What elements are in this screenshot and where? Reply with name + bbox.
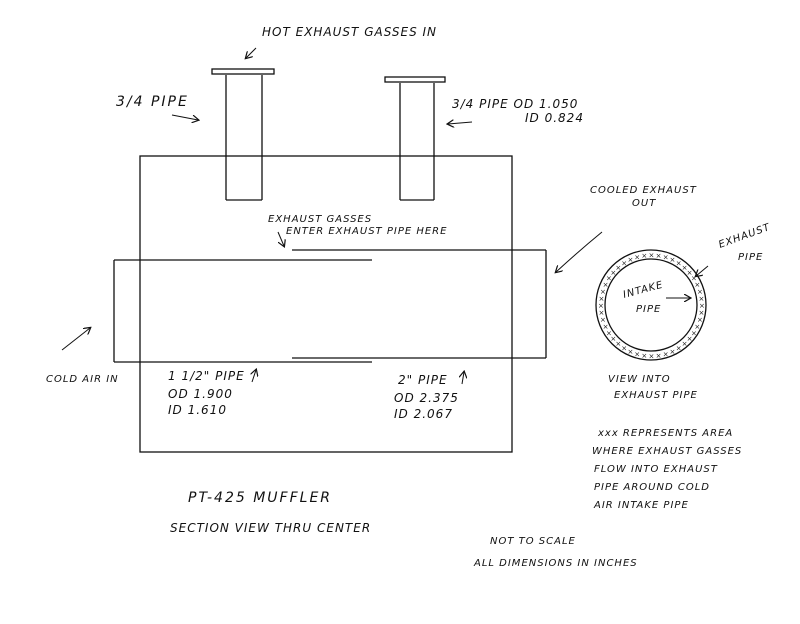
gas-flow-x-mark: × (676, 344, 682, 352)
label-exhaust-pipe-2: PIPE (738, 252, 763, 263)
label-exhaust-enter-2: ENTER EXHAUST PIPE HERE (286, 226, 447, 237)
arrow-cooled-out (556, 231, 603, 272)
label-1-5-pipe: 1 1/2" PIPE (168, 369, 245, 383)
gas-flow-x-mark: × (698, 309, 704, 317)
gas-flow-x-mark: × (676, 260, 682, 268)
gas-flow-x-mark: × (687, 335, 693, 343)
arrow-exhaust-enter (277, 231, 284, 246)
gas-flow-x-mark: × (600, 316, 606, 324)
gas-flow-x-mark: × (598, 302, 604, 310)
gas-flow-x-mark: × (656, 252, 662, 260)
gas-flow-x-mark: × (687, 269, 693, 277)
gas-flow-x-mark: × (603, 281, 609, 289)
label-2-pipe: 2" PIPE (398, 373, 448, 387)
arrow-2-pipe (462, 372, 464, 385)
gas-flow-x-mark: × (694, 281, 700, 289)
legend-line-5: AIR INTAKE PIPE (593, 500, 689, 511)
gas-flow-x-mark: × (600, 288, 606, 296)
gas-flow-x-mark: × (669, 256, 675, 264)
arrow-cold-air (61, 328, 90, 351)
gas-flow-x-mark: × (691, 275, 697, 283)
gas-flow-x-mark: × (691, 329, 697, 337)
note-dimensions: ALL DIMENSIONS IN INCHES (473, 558, 638, 569)
label-exhaust-pipe-1: EXHAUST (717, 222, 772, 251)
arrow-34pipe-left (171, 114, 198, 120)
gas-flow-x-mark: × (694, 323, 700, 331)
gas-flow-x-mark: × (669, 348, 675, 356)
legend-line-3: FLOW INTO EXHAUST (594, 464, 718, 475)
gas-flow-x-mark: × (682, 340, 688, 348)
gas-flow-x-mark: × (606, 275, 612, 283)
muffler-body (139, 155, 513, 453)
gas-flow-x-mark: × (628, 348, 634, 356)
gas-flow-x-mark: × (615, 340, 621, 348)
gas-flow-x-mark: × (663, 350, 669, 358)
gas-flow-area-marks: ××××××××××××××××××××××××××××××××××××××××… (598, 252, 705, 361)
gas-flow-x-mark: × (603, 323, 609, 331)
gas-flow-x-mark: × (697, 316, 703, 324)
gas-flow-x-mark: × (634, 350, 640, 358)
gas-flow-x-mark: × (606, 329, 612, 337)
arrow-exhaust-pipe-circle (696, 265, 709, 276)
hot-gas-arrow (246, 47, 257, 58)
label-34-pipe-left: 3/4 PIPE (116, 94, 189, 110)
gas-flow-x-mark: × (698, 295, 704, 303)
gas-flow-x-mark: × (649, 353, 655, 361)
gas-flow-x-mark: × (621, 344, 627, 352)
gas-flow-x-mark: × (641, 352, 647, 360)
label-34-pipe-spec-1: 3/4 PIPE OD 1.050 (452, 97, 578, 111)
legend-line-2: WHERE EXHAUST GASSES (592, 446, 742, 457)
gas-flow-x-mark: × (628, 256, 634, 264)
title-muffler: PT-425 MUFFLER (188, 490, 332, 506)
label-2-id: ID 2.067 (394, 407, 453, 421)
legend-line-4: PIPE AROUND COLD (594, 482, 710, 493)
gas-flow-x-mark: × (621, 260, 627, 268)
inlet-pipe-left (211, 68, 275, 201)
label-cold-air-in: COLD AIR IN (46, 374, 119, 385)
gas-flow-x-mark: × (656, 352, 662, 360)
note-not-to-scale: NOT TO SCALE (490, 536, 576, 547)
label-cooled-exhaust-1: COOLED EXHAUST (590, 185, 697, 196)
gas-flow-x-mark: × (599, 295, 605, 303)
arrow-34pipe-right (448, 122, 473, 124)
gas-flow-x-mark: × (615, 264, 621, 272)
arrow-1-5-pipe (252, 370, 256, 383)
gas-flow-x-mark: × (682, 264, 688, 272)
gas-flow-x-mark: × (634, 254, 640, 262)
gas-flow-x-mark: × (699, 302, 705, 310)
gas-flow-x-mark: × (649, 252, 655, 260)
legend-line-1: xxx REPRESENTS AREA (597, 428, 733, 439)
label-2-od: OD 2.375 (394, 391, 459, 405)
label-exhaust-enter-1: EXHAUST GASSES (268, 214, 372, 225)
gas-flow-x-mark: × (663, 254, 669, 262)
gas-flow-x-mark: × (697, 288, 703, 296)
outlet-pipe-right (384, 76, 446, 201)
end-view: ××××××××××××××××××××××××××××××××××××××××… (595, 249, 707, 361)
gas-flow-x-mark: × (599, 309, 605, 317)
label-view-into-2: EXHAUST PIPE (614, 390, 698, 401)
label-1-5-id: ID 1.610 (168, 403, 227, 417)
exhaust-pipe-2in (113, 259, 372, 363)
gas-flow-x-mark: × (610, 335, 616, 343)
intake-pipe-1-5in (292, 249, 547, 359)
gas-flow-x-mark: × (610, 269, 616, 277)
title-section-view: SECTION VIEW THRU CENTER (170, 521, 371, 535)
label-intake-1: INTAKE (622, 280, 665, 301)
label-34-pipe-spec-2: ID 0.824 (525, 111, 584, 125)
label-cooled-exhaust-2: OUT (632, 198, 656, 209)
label-intake-2: PIPE (636, 304, 661, 315)
label-hot-exhaust-in: HOT EXHAUST GASSES IN (262, 25, 437, 39)
label-view-into-1: VIEW INTO (608, 374, 671, 385)
label-1-5-od: OD 1.900 (168, 387, 233, 401)
gas-flow-x-mark: × (641, 252, 647, 260)
